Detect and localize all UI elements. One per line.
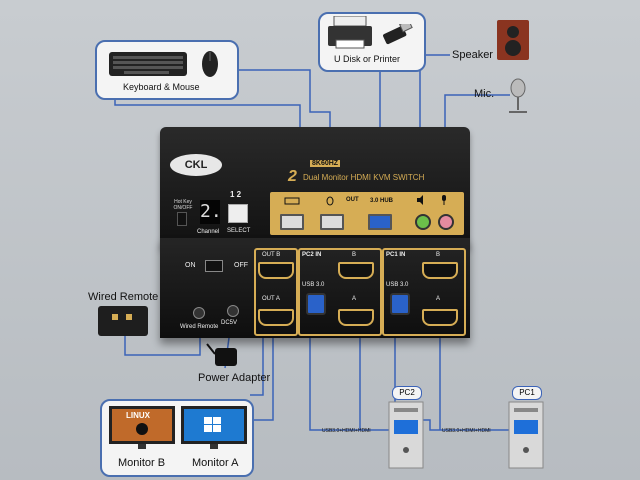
mic-port-icon: [442, 195, 446, 205]
speaker-icon: [497, 20, 529, 60]
usb-drive-icon: [383, 24, 413, 45]
hdmi-pc2-a[interactable]: [338, 309, 374, 326]
out-label: OUT: [346, 197, 359, 203]
usb3-port[interactable]: [368, 214, 392, 230]
power-on-label: ON: [185, 262, 196, 269]
udisk-printer-label: U Disk or Printer: [334, 54, 401, 64]
printer-icon: [328, 16, 372, 49]
mouse-icon: [202, 51, 218, 77]
pc1-ports-frame: [382, 248, 466, 336]
audio-jack-mic[interactable]: [438, 214, 454, 230]
dc5v-label: DC5V: [221, 320, 238, 326]
front-port-panel: OUT 3.0 HUB: [270, 192, 464, 235]
power-off-label: OFF: [234, 262, 248, 269]
mouse-port-icon: [326, 196, 334, 206]
out-b-label: OUT B: [262, 252, 281, 258]
hdmi-out-b[interactable]: [258, 262, 294, 279]
keyboard-mouse-panel: Keyboard & Mouse: [95, 40, 239, 100]
channel-label: Channel: [197, 229, 220, 235]
select-button[interactable]: [228, 204, 248, 223]
microphone-icon: [509, 78, 527, 113]
pc1-in-label: PC1 IN: [386, 252, 406, 258]
out-a-label: OUT A: [262, 296, 280, 302]
keyboard-port-icon: [284, 197, 300, 205]
hotkey-label: Hot Key ON/OFF: [173, 199, 193, 211]
hdmi-out-a[interactable]: [258, 309, 294, 326]
audio-jack-speaker[interactable]: [415, 214, 431, 230]
keyboard-mouse-label: Keyboard & Mouse: [123, 82, 200, 92]
power-adapter-label: Power Adapter: [198, 372, 271, 384]
pc2-cable-label: USB3.0+HDMI+HDMI: [322, 428, 371, 434]
usb-b-pc2[interactable]: [306, 293, 326, 315]
keyboard-icon: [109, 52, 187, 76]
pc2-badge: PC2: [392, 386, 422, 400]
device-title: Dual Monitor HDMI KVM SWITCH: [303, 173, 425, 182]
pc2-in-label: PC2 IN: [302, 252, 322, 258]
pc2-ports-frame: [298, 248, 382, 336]
spec-badge: 8K60HZ: [310, 160, 341, 167]
dc5v-port[interactable]: [227, 305, 239, 317]
title-digit: 2: [288, 168, 297, 185]
brand-text: CKL: [184, 159, 208, 171]
wired-remote-label: Wired Remote: [88, 291, 159, 303]
monitor-b-icon: [109, 406, 175, 449]
brand-logo: CKL: [170, 154, 222, 176]
pc2-usb30-label: USB 3.0: [302, 282, 325, 288]
speaker-port-icon: [417, 195, 423, 205]
power-switch[interactable]: [205, 260, 223, 272]
select-numbers: 1 2: [230, 190, 242, 199]
monitor-b-label: Monitor B: [118, 457, 166, 469]
pc1-badge: PC1: [512, 386, 542, 400]
kvm-rear-panel: ON OFF Wired Remote DC5V OUT B OUT A PC2…: [160, 238, 470, 338]
wired-remote-icon: [98, 306, 148, 336]
monitor-a-icon: [181, 406, 247, 449]
udisk-printer-panel: U Disk or Printer: [318, 12, 426, 72]
pc1-usb30-label: USB 3.0: [386, 282, 409, 288]
wired-remote-port-label: Wired Remote: [180, 324, 219, 330]
usb-port-mouse[interactable]: [320, 214, 344, 230]
monitors-panel: LINUX Monitor B Monitor A: [100, 399, 254, 477]
hotkey-button[interactable]: [177, 212, 187, 226]
hdmi-pc2-b[interactable]: [338, 262, 374, 279]
hdmi-pc1-b[interactable]: [422, 262, 458, 279]
wired-remote-port[interactable]: [193, 307, 205, 319]
usb-hub-label: 3.0 HUB: [370, 198, 394, 204]
out-ports-frame: [254, 248, 298, 336]
pc1-port-b-label: B: [436, 252, 441, 258]
channel-display: 2.: [200, 200, 222, 224]
monitor-a-label: Monitor A: [192, 457, 239, 469]
pc1-tower-icon: [508, 401, 544, 469]
usb-port-keyboard[interactable]: [280, 214, 304, 230]
pc1-port-a-label: A: [436, 296, 441, 302]
speaker-label: Speaker: [452, 49, 493, 61]
pc2-tower-icon: [388, 401, 424, 469]
hdmi-pc1-a[interactable]: [422, 309, 458, 326]
pc2-port-a-label: A: [352, 296, 357, 302]
linux-text: LINUX: [126, 411, 150, 420]
select-label: SELECT: [227, 228, 251, 234]
mic-label: Mic.: [474, 88, 495, 100]
pc1-cable-label: USB3.0+HDMI+HDMI: [442, 428, 491, 434]
usb-b-pc1[interactable]: [390, 293, 410, 315]
power-adapter-icon: [206, 343, 237, 366]
pc2-port-b-label: B: [352, 252, 357, 258]
